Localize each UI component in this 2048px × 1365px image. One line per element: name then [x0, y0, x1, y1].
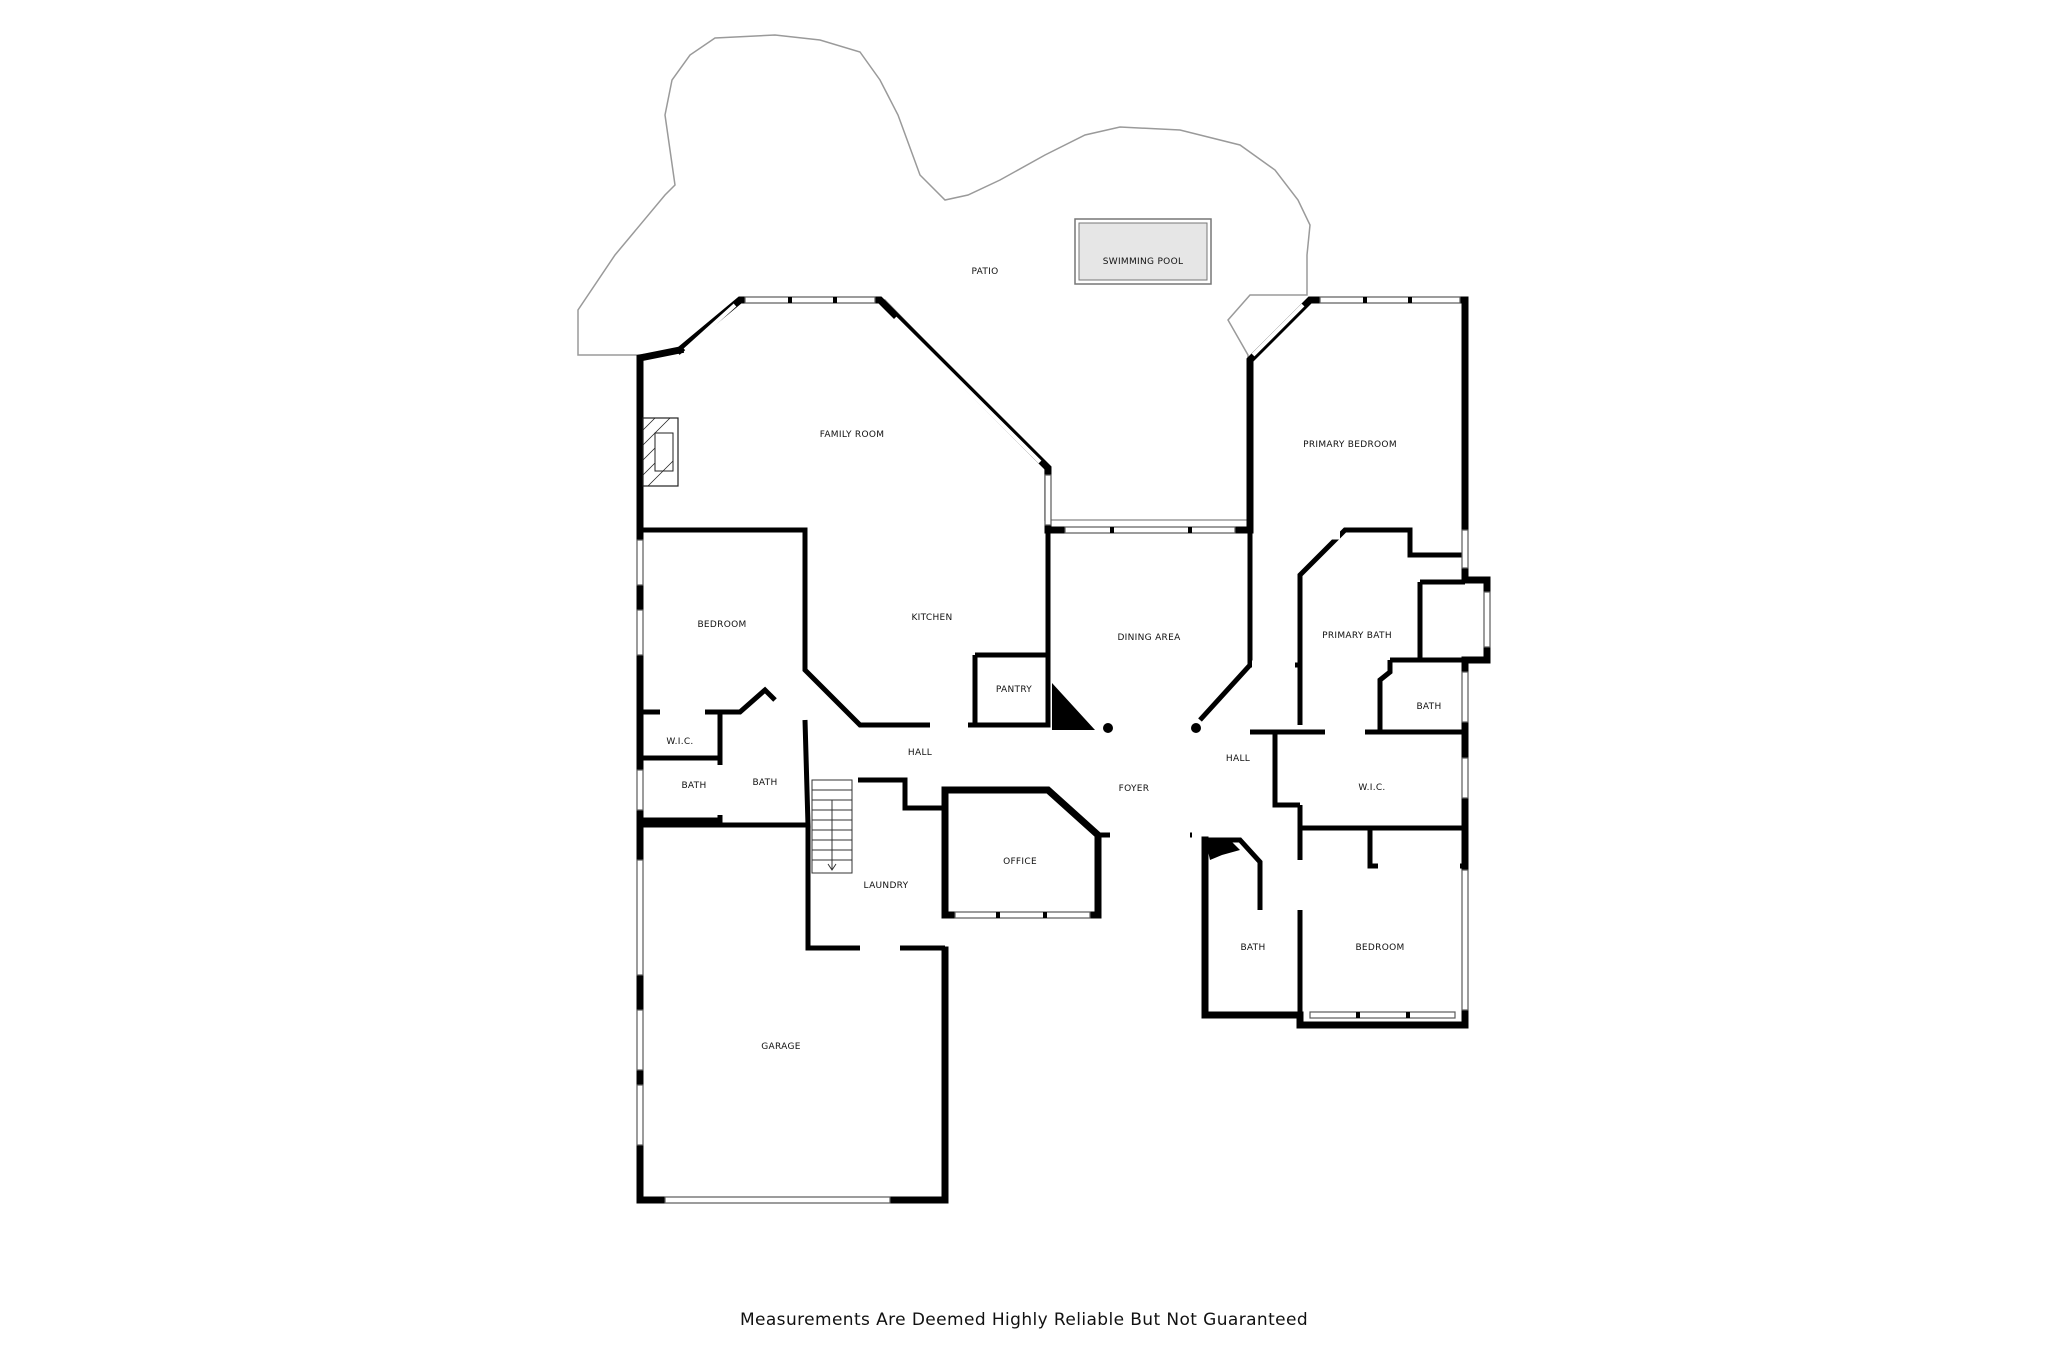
label-bedroom-west: BEDROOM — [697, 620, 746, 630]
label-primary-bath: PRIMARY BATH — [1322, 631, 1392, 641]
fireplace — [642, 417, 679, 487]
label-dining-area: DINING AREA — [1117, 633, 1181, 643]
patio-outline — [577, 34, 1311, 521]
label-wic-east: W.I.C. — [1358, 783, 1385, 793]
column-post-west — [1103, 723, 1113, 733]
entry-column-west — [1052, 683, 1095, 730]
windows — [636, 296, 1491, 1204]
label-foyer: FOYER — [1119, 784, 1150, 794]
staircase — [811, 779, 853, 874]
disclaimer-text: Measurements Are Deemed Highly Reliable … — [739, 1310, 1309, 1330]
label-patio: PATIO — [971, 267, 998, 277]
column-post-east — [1191, 723, 1201, 733]
label-garage: GARAGE — [761, 1042, 800, 1052]
label-wic-west: W.I.C. — [666, 737, 693, 747]
label-bedroom-east: BEDROOM — [1355, 943, 1404, 953]
swimming-pool — [1074, 218, 1212, 285]
label-family-room: FAMILY ROOM — [820, 430, 885, 440]
label-bath-west-a: BATH — [681, 781, 706, 791]
label-laundry: LAUNDRY — [864, 881, 909, 891]
interior-walls — [640, 527, 1465, 1018]
label-bath-primary-small: BATH — [1416, 702, 1441, 712]
label-hall-east: HALL — [1226, 754, 1250, 764]
label-office: OFFICE — [1003, 857, 1037, 867]
label-hall-west: HALL — [908, 748, 932, 758]
door-openings — [660, 530, 1460, 953]
label-pantry: PANTRY — [996, 685, 1032, 695]
label-bath-west-b: BATH — [752, 778, 777, 788]
label-kitchen: KITCHEN — [911, 613, 952, 623]
label-swimming-pool: SWIMMING POOL — [1103, 257, 1184, 267]
entry-column-east — [1205, 838, 1240, 860]
label-primary-bedroom: PRIMARY BEDROOM — [1303, 440, 1397, 450]
label-bath-east: BATH — [1240, 943, 1265, 953]
